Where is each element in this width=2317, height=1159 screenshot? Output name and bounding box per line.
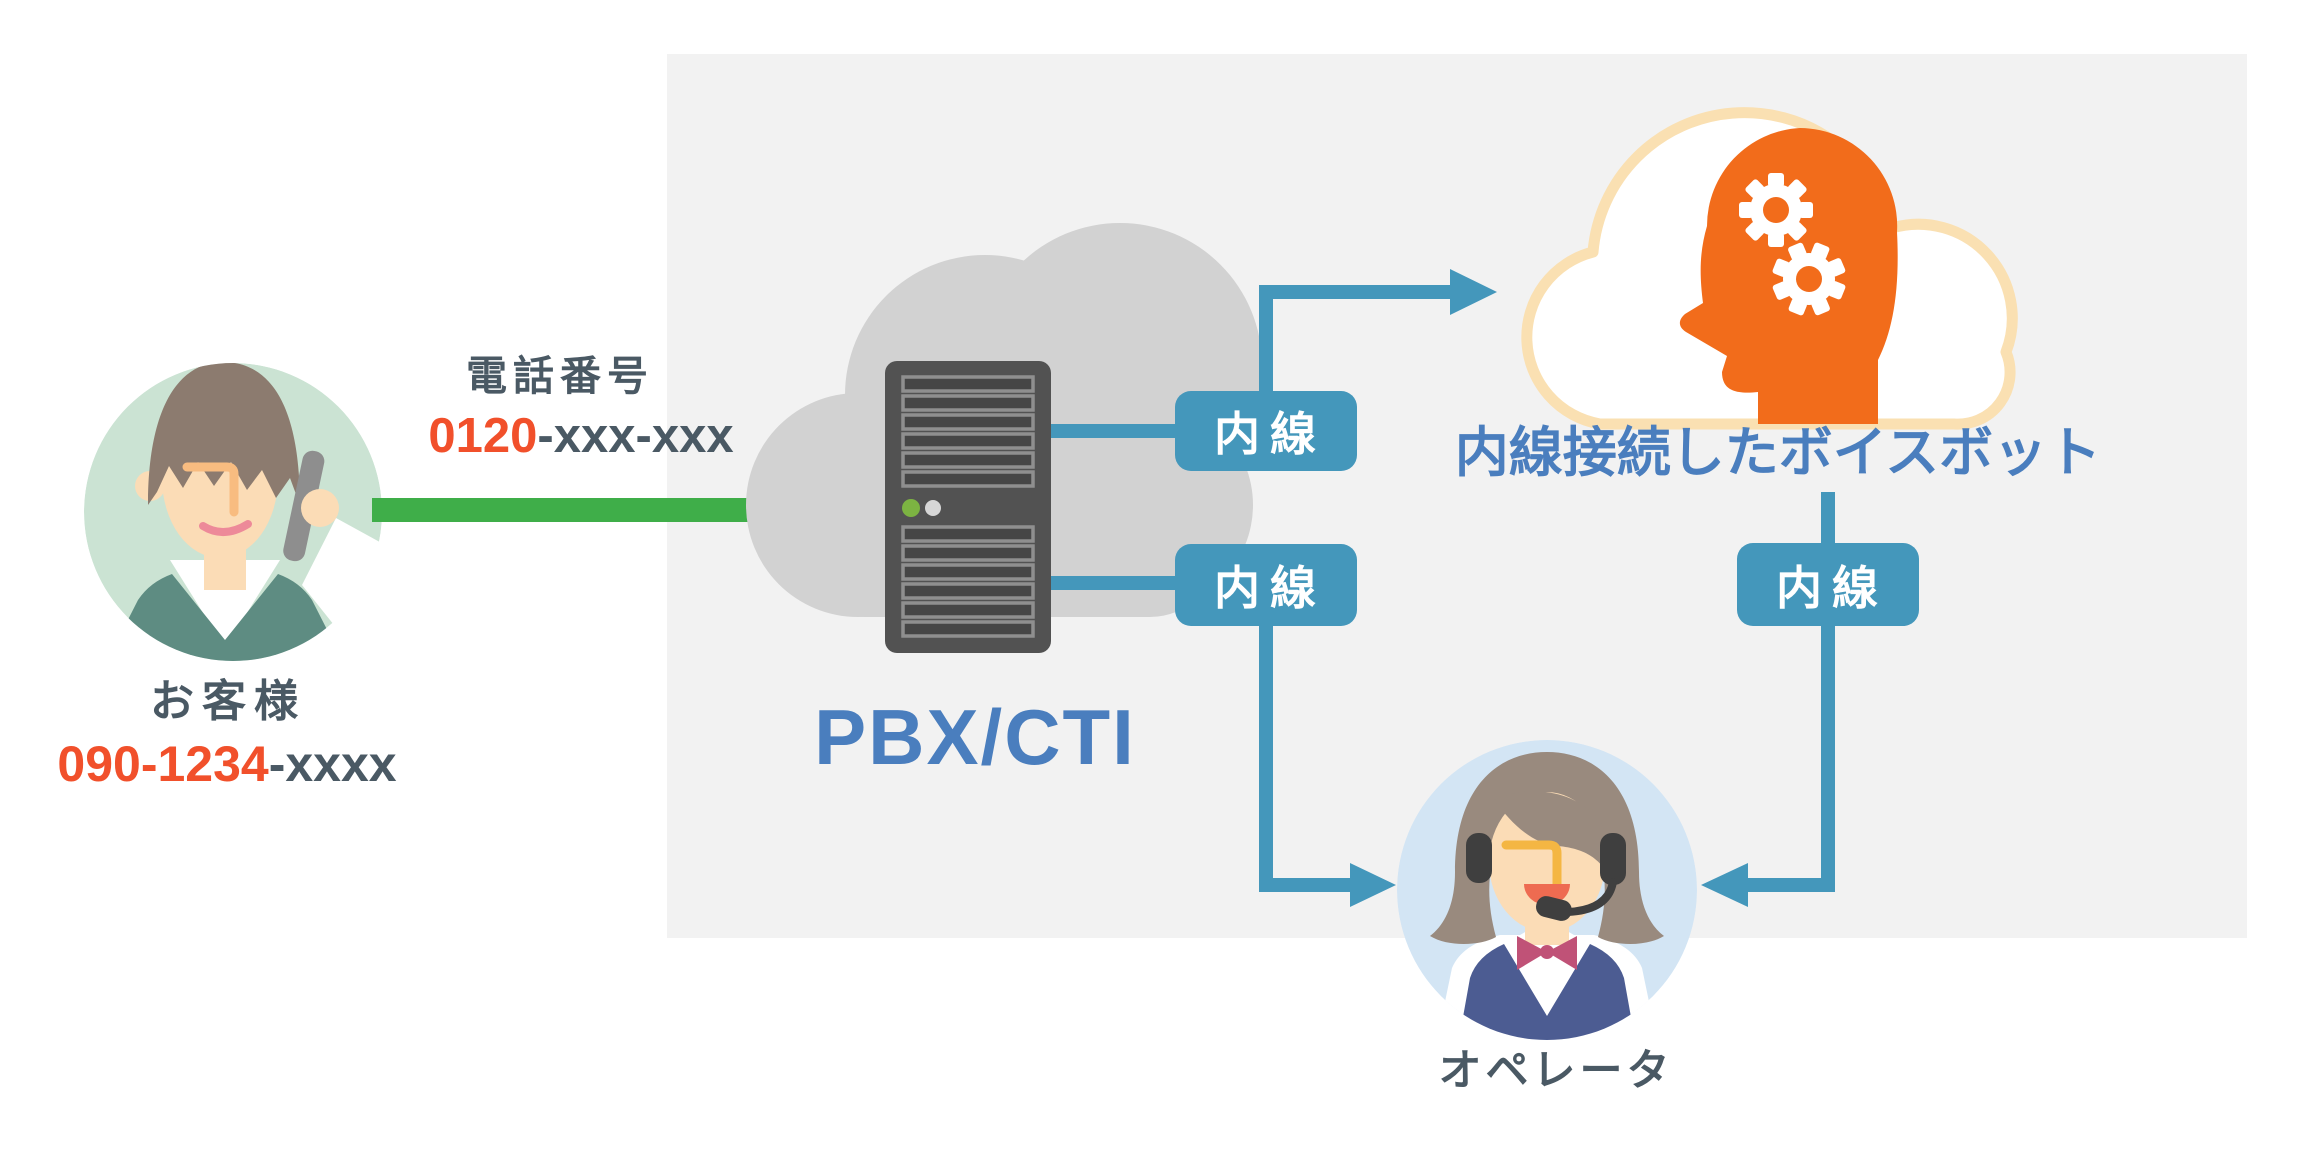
- extension-box-to-voicebot: 内線: [1175, 391, 1357, 471]
- customer-hand: [301, 489, 339, 527]
- call-line-label: 電話番号: [466, 353, 654, 399]
- pbx-label: PBX/CTI: [814, 693, 1136, 781]
- call-line-number-muted: -xxx-xxx: [537, 409, 734, 463]
- arrow-to-voicebot: [1259, 269, 1497, 396]
- customer-avatar-icon: [84, 363, 398, 661]
- extension-box-to-operator: 内線: [1175, 544, 1357, 626]
- operator-label: オペレータ: [1438, 1047, 1674, 1095]
- server-icon: [885, 361, 1051, 653]
- operator-avatar-icon: [1397, 740, 1697, 1040]
- headset-icon: [1466, 833, 1626, 921]
- customer-label: お客様: [150, 677, 306, 726]
- arrowhead-right-icon: [1350, 863, 1396, 907]
- arrowhead-left-icon: [1701, 863, 1748, 907]
- connector-lines: [1050, 424, 1180, 590]
- extension-box-voicebot-operator: 内線: [1737, 543, 1919, 626]
- arrowhead-right-icon: [1450, 269, 1497, 315]
- call-line-number: 0120-xxx-xxx: [428, 412, 733, 461]
- customer-phone-number: 090-1234-xxxx: [57, 739, 396, 789]
- customer-number-muted: -xxxx: [268, 736, 397, 792]
- gear-icon: [1739, 173, 1813, 247]
- operator-fringe: [1494, 791, 1612, 882]
- operator-bow: [1517, 936, 1547, 970]
- call-line-number-accent: 0120: [428, 409, 538, 463]
- server-led-gray: [925, 500, 941, 516]
- voicebot-cloud-icon: [1521, 107, 2018, 430]
- voicebot-label: 内線接続したボイスボット: [1454, 423, 2102, 483]
- arrow-to-operator-left: [1259, 622, 1396, 907]
- customer-number-accent: 090-1234: [57, 736, 269, 792]
- customer-sleeve: [302, 518, 398, 650]
- server-led-green: [902, 499, 920, 517]
